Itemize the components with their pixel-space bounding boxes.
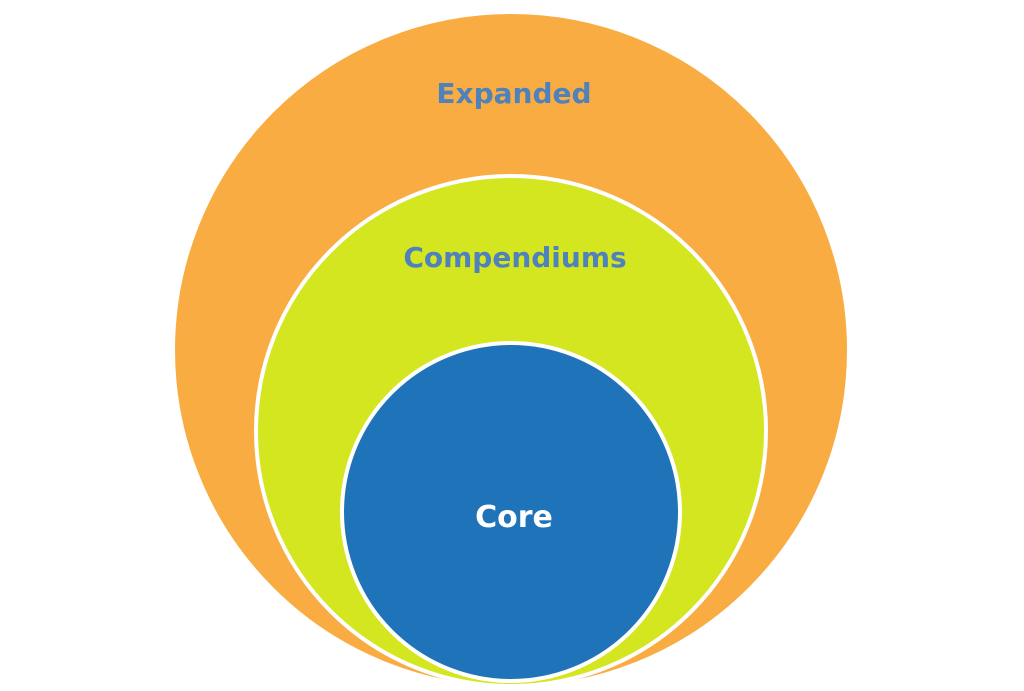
core-circle (340, 341, 682, 683)
compendiums-label: Compendiums (403, 241, 626, 274)
core-label: Core (475, 500, 553, 535)
expanded-label: Expanded (436, 77, 591, 110)
